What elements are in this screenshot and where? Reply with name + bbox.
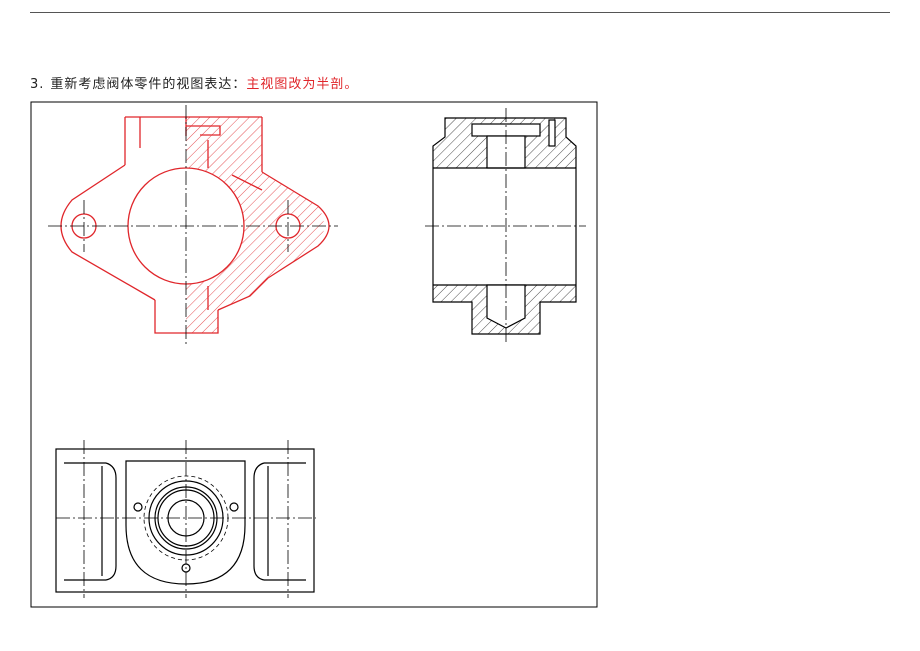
- drawing-frame: [30, 101, 598, 608]
- top-rule: [30, 12, 890, 13]
- exercise-text: 重新考虑阀体零件的视图表达：: [50, 77, 247, 92]
- front-view-section-hatch: [186, 117, 324, 333]
- exercise-heading: 3. 重新考虑阀体零件的视图表达：主视图改为半剖。: [30, 73, 358, 92]
- exercise-number: 3.: [30, 77, 45, 92]
- front-view-half-section: [60, 116, 330, 334]
- side-view-section: [432, 117, 577, 335]
- top-view-outline: [55, 448, 315, 593]
- top-view: [55, 448, 315, 593]
- exercise-highlight: 主视图改为半剖。: [246, 77, 359, 92]
